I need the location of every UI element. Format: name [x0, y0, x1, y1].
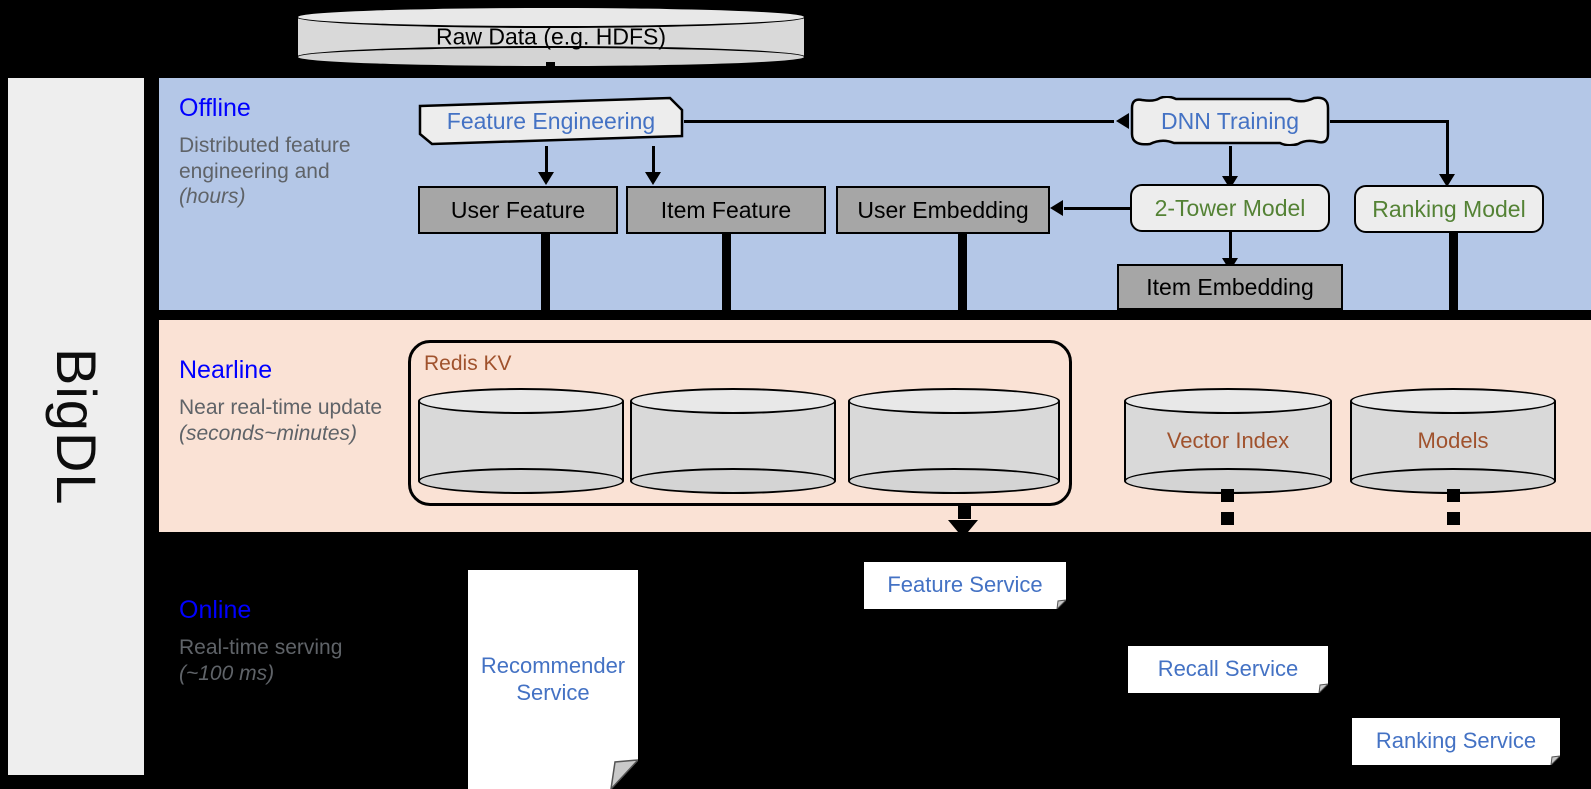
cylinder-top: [296, 6, 806, 28]
dnn-training-label: DNN Training: [1160, 107, 1300, 134]
user-embedding-node[interactable]: User Embedding: [836, 186, 1050, 234]
cylinder-top: [418, 388, 624, 414]
document-shape: [468, 570, 638, 789]
cylinder-bottom: [630, 468, 836, 494]
connector-fe-to-userfeature: [545, 146, 548, 174]
cylinder-top: [630, 388, 836, 414]
arrowhead-redis-to-featureservice: [948, 520, 978, 538]
dnn-training-node[interactable]: DNN Training: [1130, 96, 1330, 146]
cylinder-bottom: [418, 468, 624, 494]
user-embedding-label: User Embedding: [857, 196, 1029, 223]
connector-twotower-to-itemembedding: [1229, 232, 1232, 260]
feature-engineering-label: Feature Engineering: [446, 107, 656, 134]
document-shape: [1128, 646, 1328, 693]
ranking-service-node[interactable]: Ranking Service: [1352, 718, 1560, 765]
connector-fe-to-itemfeature: [652, 146, 655, 174]
dashlink-models-2: [1447, 512, 1460, 525]
offline-desc-italic: (hours): [179, 185, 246, 209]
dashlink-redis-1: [958, 506, 971, 519]
item-embedding-label: Item Embedding: [1146, 273, 1314, 300]
redis-kv-label: Redis KV: [424, 352, 512, 375]
recall-service-node[interactable]: Recall Service: [1128, 646, 1328, 693]
redis-store-2: [630, 388, 836, 494]
offline-desc-plain: Distributed feature engineering and: [179, 134, 351, 183]
redis-store-1: [418, 388, 624, 494]
connector-rawdata-to-fe: [546, 62, 555, 82]
cylinder-bottom: [848, 468, 1060, 494]
flag-shape: [1130, 96, 1330, 146]
two-tower-model-label: 2-Tower Model: [1154, 194, 1306, 221]
two-tower-model-node[interactable]: 2-Tower Model: [1130, 184, 1330, 232]
feature-engineering-node[interactable]: Feature Engineering: [418, 96, 684, 146]
models-label: Models: [1417, 428, 1489, 453]
online-stage-desc: Real-time serving (~100 ms): [179, 635, 349, 686]
arrowhead-fe-to-userfeature: [538, 172, 554, 185]
connector-dnn-to-ranking-h: [1330, 120, 1448, 123]
feature-service-label: Feature Service: [887, 572, 1043, 598]
item-feature-node[interactable]: Item Feature: [626, 186, 826, 234]
nearline-stage-title: Nearline: [179, 356, 273, 384]
item-embedding-node[interactable]: Item Embedding: [1117, 264, 1343, 310]
bigdl-framework-rail: BigDL: [8, 78, 144, 775]
vector-index-label: Vector Index: [1166, 428, 1290, 453]
connector-dnn-to-ranking-v: [1446, 120, 1449, 176]
nearline-stage-text: Nearline Near real-time update (seconds~…: [179, 358, 401, 446]
cylinder-top: [848, 388, 1060, 414]
document-shape: [864, 562, 1066, 609]
models-store[interactable]: Models: [1350, 388, 1556, 494]
redis-kv-group: [408, 340, 1072, 506]
ranking-service-label: Ranking Service: [1375, 728, 1537, 754]
offline-stage-desc: Distributed feature engineering and (hou…: [179, 133, 359, 210]
redis-store-3: [848, 388, 1060, 494]
online-stage-title: Online: [179, 596, 252, 624]
user-feature-node[interactable]: User Feature: [418, 186, 618, 234]
nearline-desc-plain: Near real-time update: [179, 396, 383, 419]
feature-service-node[interactable]: Feature Service: [864, 562, 1066, 609]
document-shape: [1352, 718, 1560, 765]
recall-service-label: Recall Service: [1157, 656, 1299, 682]
nearline-desc-italic: (seconds~minutes): [179, 421, 357, 445]
ranking-model-node[interactable]: Ranking Model: [1354, 185, 1544, 233]
cylinder-top: [1350, 388, 1556, 414]
item-feature-label: Item Feature: [660, 196, 792, 223]
cylinder-top: [1124, 388, 1332, 414]
dashlink-vectorindex-2: [1221, 512, 1234, 525]
online-stage-text: Online Real-time serving (~100 ms): [179, 598, 349, 686]
flag-shape: [418, 96, 684, 146]
bigdl-label: BigDL: [45, 347, 108, 506]
recommender-service-label: Recommender Service: [480, 653, 626, 705]
raw-data-label: Raw Data (e.g. HDFS): [435, 23, 667, 50]
nearline-stage-desc: Near real-time update (seconds~minutes): [179, 395, 401, 446]
connector-dnn-to-twotower: [1229, 146, 1232, 178]
arrowhead-fe-to-dnn: [1116, 113, 1129, 129]
arrowhead-dnn-to-ranking: [1439, 174, 1455, 187]
raw-data-store: Raw Data (e.g. HDFS): [296, 6, 806, 68]
pipe-itemfeature-to-store: [722, 234, 731, 382]
recommender-service-node[interactable]: Recommender Service: [468, 570, 638, 789]
pipe-userembedding-to-store: [958, 234, 967, 382]
offline-stage-title: Offline: [179, 94, 251, 122]
online-desc-italic: (~100 ms): [179, 661, 275, 685]
arrowhead-fe-to-itemfeature: [645, 172, 661, 185]
dashlink-vectorindex-1: [1221, 489, 1234, 502]
ranking-model-label: Ranking Model: [1372, 195, 1526, 222]
pipe-rankingmodel-to-models: [1449, 233, 1458, 382]
connector-twotower-to-userembedding: [1064, 207, 1132, 210]
offline-stage-text: Offline Distributed feature engineering …: [179, 96, 359, 210]
online-desc-plain: Real-time serving: [179, 636, 343, 659]
vector-index-store[interactable]: Vector Index: [1124, 388, 1332, 494]
dashlink-models-1: [1447, 489, 1460, 502]
pipe-userfeature-to-store: [541, 234, 550, 382]
connector-fe-to-dnn: [684, 120, 1114, 123]
arrowhead-twotower-to-userembedding: [1050, 200, 1063, 216]
user-feature-label: User Feature: [450, 196, 586, 223]
